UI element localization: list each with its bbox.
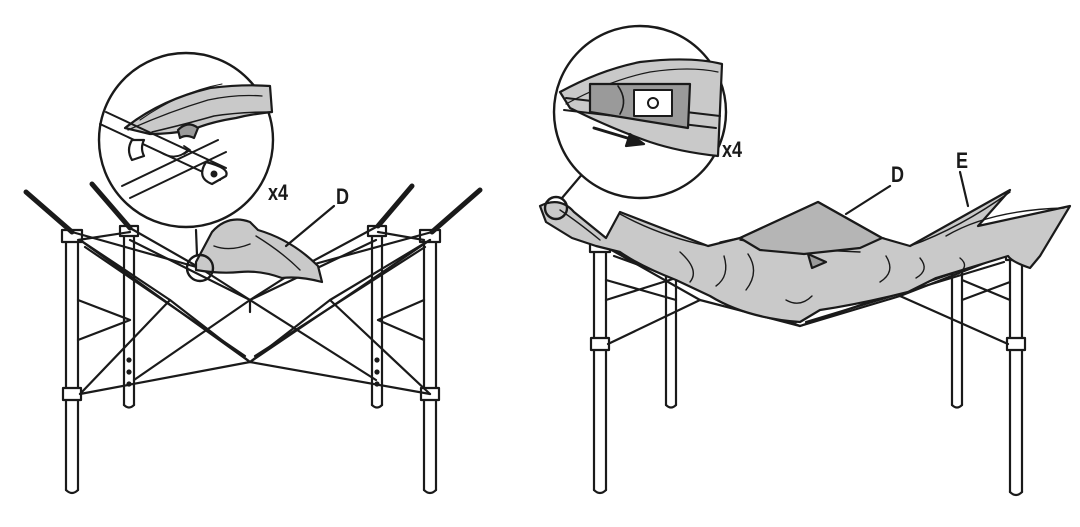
right-detail-magnifier: [552, 24, 728, 200]
left-part-d-leader: [284, 204, 336, 248]
left-part-d-label: D: [336, 184, 350, 209]
right-part-d-leader: [844, 184, 892, 216]
right-part-e-leader: [958, 170, 970, 208]
right-multiplier-label: x4: [722, 137, 743, 162]
right-canopy-fabric: [538, 188, 1072, 324]
left-front-truss: [78, 238, 432, 396]
right-detail-callout-line: [560, 170, 586, 200]
right-side-truss: [604, 276, 1012, 302]
left-canopy-fabric: [194, 218, 324, 284]
left-detail-callout-line: [194, 228, 199, 257]
right-detail-marker-circle: [543, 195, 569, 221]
right-part-e-label: E: [956, 148, 969, 173]
left-canopy-frame: [23, 51, 483, 495]
right-part-d-label: D: [891, 162, 905, 187]
right-canopy-frame: [538, 24, 1072, 497]
left-detail-marker-circle: [185, 253, 215, 283]
right-detail-arrow-icon: [592, 126, 636, 142]
left-detail-magnifier: [97, 51, 275, 229]
right-canopy-peak: [738, 200, 884, 256]
left-multiplier-label: x4: [268, 180, 289, 205]
